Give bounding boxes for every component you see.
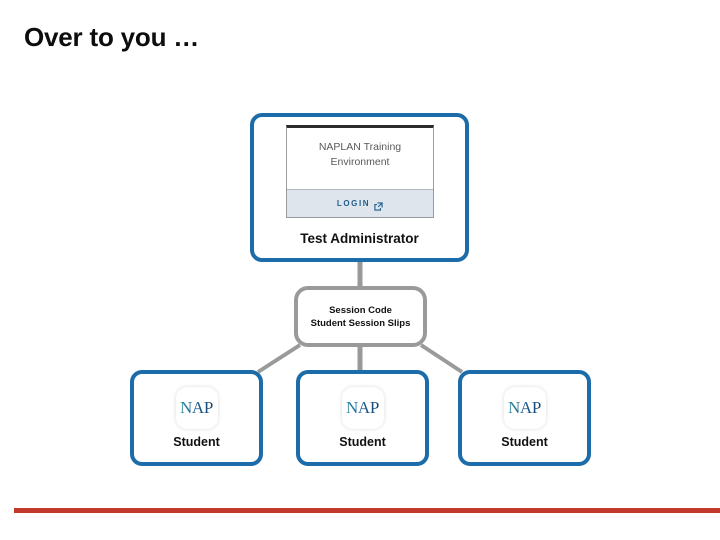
student-label: Student — [501, 435, 548, 449]
session-code-text: Session Code Student Session Slips — [311, 304, 411, 330]
browser-title-line-1: NAPLAN Training — [318, 141, 402, 153]
login-button-label: LOGIN — [336, 199, 371, 208]
student-node[interactable]: NAP Student — [458, 370, 591, 466]
session-code-line-1: Session Code — [329, 304, 392, 316]
session-code-line-2: Student Session Slips — [310, 317, 411, 329]
login-button[interactable]: LOGIN — [287, 189, 433, 217]
browser-window-mock: NAPLAN Training Environment LOGIN — [286, 125, 434, 218]
footer-divider — [14, 508, 720, 513]
student-node[interactable]: NAP Student — [296, 370, 429, 466]
external-link-icon — [374, 198, 383, 211]
nap-icon-label: NAP — [345, 398, 380, 417]
nap-app-icon: NAP — [175, 387, 218, 429]
connector-session-to-student-1 — [256, 343, 302, 374]
browser-title-line-2: Environment — [330, 156, 390, 168]
student-label: Student — [173, 435, 220, 449]
student-node[interactable]: NAP Student — [130, 370, 263, 466]
session-code-node[interactable]: Session Code Student Session Slips — [294, 286, 427, 347]
nap-app-icon: NAP — [503, 387, 546, 429]
connector-session-to-student-3 — [419, 343, 464, 374]
nap-app-icon: NAP — [341, 387, 384, 429]
test-administrator-label: Test Administrator — [300, 231, 419, 246]
test-administrator-node[interactable]: NAPLAN Training Environment LOGIN Test A… — [250, 113, 469, 262]
nap-icon-label: NAP — [507, 398, 542, 417]
nap-icon-label: NAP — [179, 398, 214, 417]
student-label: Student — [339, 435, 386, 449]
browser-title: NAPLAN Training Environment — [287, 140, 433, 170]
page-title: Over to you … — [24, 22, 200, 52]
